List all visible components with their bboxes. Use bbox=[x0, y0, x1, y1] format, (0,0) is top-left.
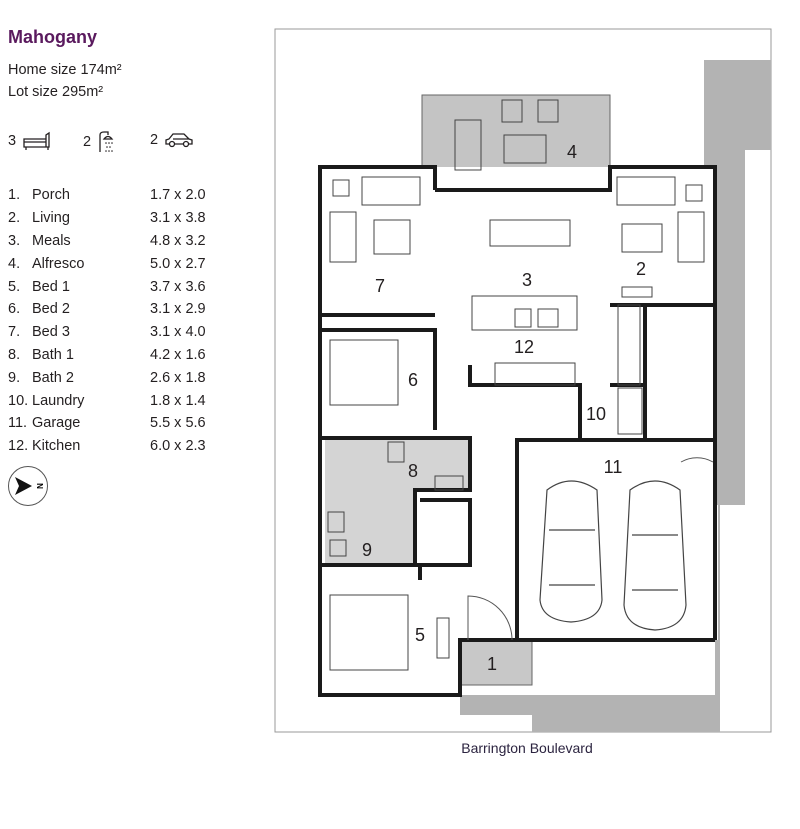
room-number: 3. bbox=[8, 232, 21, 249]
lot-size: Lot size 295m² bbox=[8, 84, 104, 100]
bathroom-count: 2 bbox=[83, 134, 92, 150]
compass-north-label: N bbox=[35, 483, 44, 489]
room-dims: 6.0 x 2.3 bbox=[150, 438, 206, 455]
room-number: 12. bbox=[8, 438, 29, 455]
car-left bbox=[539, 480, 603, 623]
home-size: Home size 174m² bbox=[8, 62, 122, 78]
bath-1-wet-area bbox=[325, 438, 470, 490]
room-number: 4. bbox=[8, 255, 21, 272]
bed-icon bbox=[23, 131, 50, 150]
plan-label-laundry: 10 bbox=[586, 404, 606, 424]
room-number: 1. bbox=[8, 187, 21, 204]
alfresco-area bbox=[421, 94, 611, 173]
room-dims: 4.8 x 3.2 bbox=[150, 232, 206, 249]
room-name: Bath 2 bbox=[32, 369, 74, 386]
room-number: 8. bbox=[8, 346, 21, 363]
plan-label-alfresco: 4 bbox=[567, 142, 577, 162]
car-icon bbox=[165, 133, 193, 148]
room-dims: 1.7 x 2.0 bbox=[150, 187, 206, 204]
room-dims: 5.5 x 5.6 bbox=[150, 415, 206, 432]
shower-icon bbox=[99, 131, 114, 152]
room-dims: 5.0 x 2.7 bbox=[150, 255, 206, 272]
room-number: 11. bbox=[8, 415, 28, 432]
car-count: 2 bbox=[150, 132, 159, 148]
plan-label-bath-1: 8 bbox=[408, 461, 418, 481]
bedrooms-feature: 3 bbox=[8, 131, 52, 151]
porch-area bbox=[459, 639, 533, 686]
north-compass-icon: N bbox=[8, 466, 48, 506]
room-row: 2. Living 3.1 x 3.8 bbox=[8, 207, 218, 230]
bath-2-wet-area bbox=[325, 490, 415, 565]
room-number: 10. bbox=[8, 392, 29, 409]
room-row: 6. Bed 2 3.1 x 2.9 bbox=[8, 298, 218, 321]
plan-label-bed-1: 5 bbox=[415, 625, 425, 645]
room-dims: 3.1 x 4.0 bbox=[150, 324, 206, 341]
room-row: 4. Alfresco 5.0 x 2.7 bbox=[8, 252, 218, 275]
plan-label-bed-2: 6 bbox=[408, 370, 418, 390]
bedroom-count: 3 bbox=[8, 133, 17, 149]
room-row: 9. Bath 2 2.6 x 1.8 bbox=[8, 366, 218, 389]
room-number: 6. bbox=[8, 301, 21, 318]
room-name: Laundry bbox=[32, 392, 85, 409]
garage-feature: 2 bbox=[150, 131, 194, 149]
room-name: Meals bbox=[32, 232, 71, 249]
room-name: Kitchen bbox=[32, 438, 81, 455]
room-name: Porch bbox=[32, 187, 70, 204]
room-name: Bed 1 bbox=[32, 278, 70, 295]
door-swings bbox=[467, 457, 714, 641]
room-name: Living bbox=[32, 210, 70, 227]
room-dims: 3.1 x 3.8 bbox=[150, 210, 206, 227]
plan-label-bath-2: 9 bbox=[362, 540, 372, 560]
room-row: 12.Kitchen 6.0 x 2.3 bbox=[8, 435, 218, 458]
room-number: 9. bbox=[8, 369, 21, 386]
plan-label-kitchen: 12 bbox=[514, 337, 534, 357]
room-row: 11.Garage 5.5 x 5.6 bbox=[8, 412, 218, 435]
room-row: 8. Bath 1 4.2 x 1.6 bbox=[8, 344, 218, 367]
plan-label-garage: 11 bbox=[604, 457, 623, 477]
room-row: 5. Bed 1 3.7 x 3.6 bbox=[8, 275, 218, 298]
room-row: 10.Laundry 1.8 x 1.4 bbox=[8, 389, 218, 412]
room-number: 5. bbox=[8, 278, 21, 295]
room-row: 3. Meals 4.8 x 3.2 bbox=[8, 230, 218, 253]
room-name: Bed 2 bbox=[32, 301, 70, 318]
home-title: Mahogany bbox=[8, 27, 98, 47]
room-dims: 1.8 x 1.4 bbox=[150, 392, 206, 409]
room-name: Alfresco bbox=[32, 255, 85, 272]
room-dims: 4.2 x 1.6 bbox=[150, 346, 206, 363]
garage-cars bbox=[539, 480, 687, 631]
neighbour-area-right bbox=[715, 305, 745, 505]
room-dims: 3.7 x 3.6 bbox=[150, 278, 206, 295]
room-number: 7. bbox=[8, 324, 21, 341]
room-number: 2. bbox=[8, 210, 21, 227]
plan-label-porch: 1 bbox=[487, 654, 497, 674]
room-row: 7. Bed 3 3.1 x 4.0 bbox=[8, 321, 218, 344]
room-dims: 2.6 x 1.8 bbox=[150, 369, 206, 386]
plan-label-living: 2 bbox=[636, 259, 646, 279]
room-dims: 3.1 x 2.9 bbox=[150, 301, 206, 318]
plan-label-bed-3: 7 bbox=[375, 276, 385, 296]
room-name: Bath 1 bbox=[32, 346, 74, 363]
bathrooms-feature: 2 bbox=[83, 131, 119, 153]
car-right bbox=[623, 480, 687, 631]
room-row: 1. Porch 1.7 x 2.0 bbox=[8, 184, 218, 207]
room-schedule: 1. Porch 1.7 x 2.0 2. Living 3.1 x 3.8 3. Mea… bbox=[8, 184, 218, 458]
room-name: Bed 3 bbox=[32, 324, 70, 341]
street-name: Barrington Boulevard bbox=[461, 740, 593, 756]
plan-label-meals: 3 bbox=[522, 270, 532, 290]
room-name: Garage bbox=[32, 415, 81, 432]
furniture bbox=[327, 99, 705, 671]
